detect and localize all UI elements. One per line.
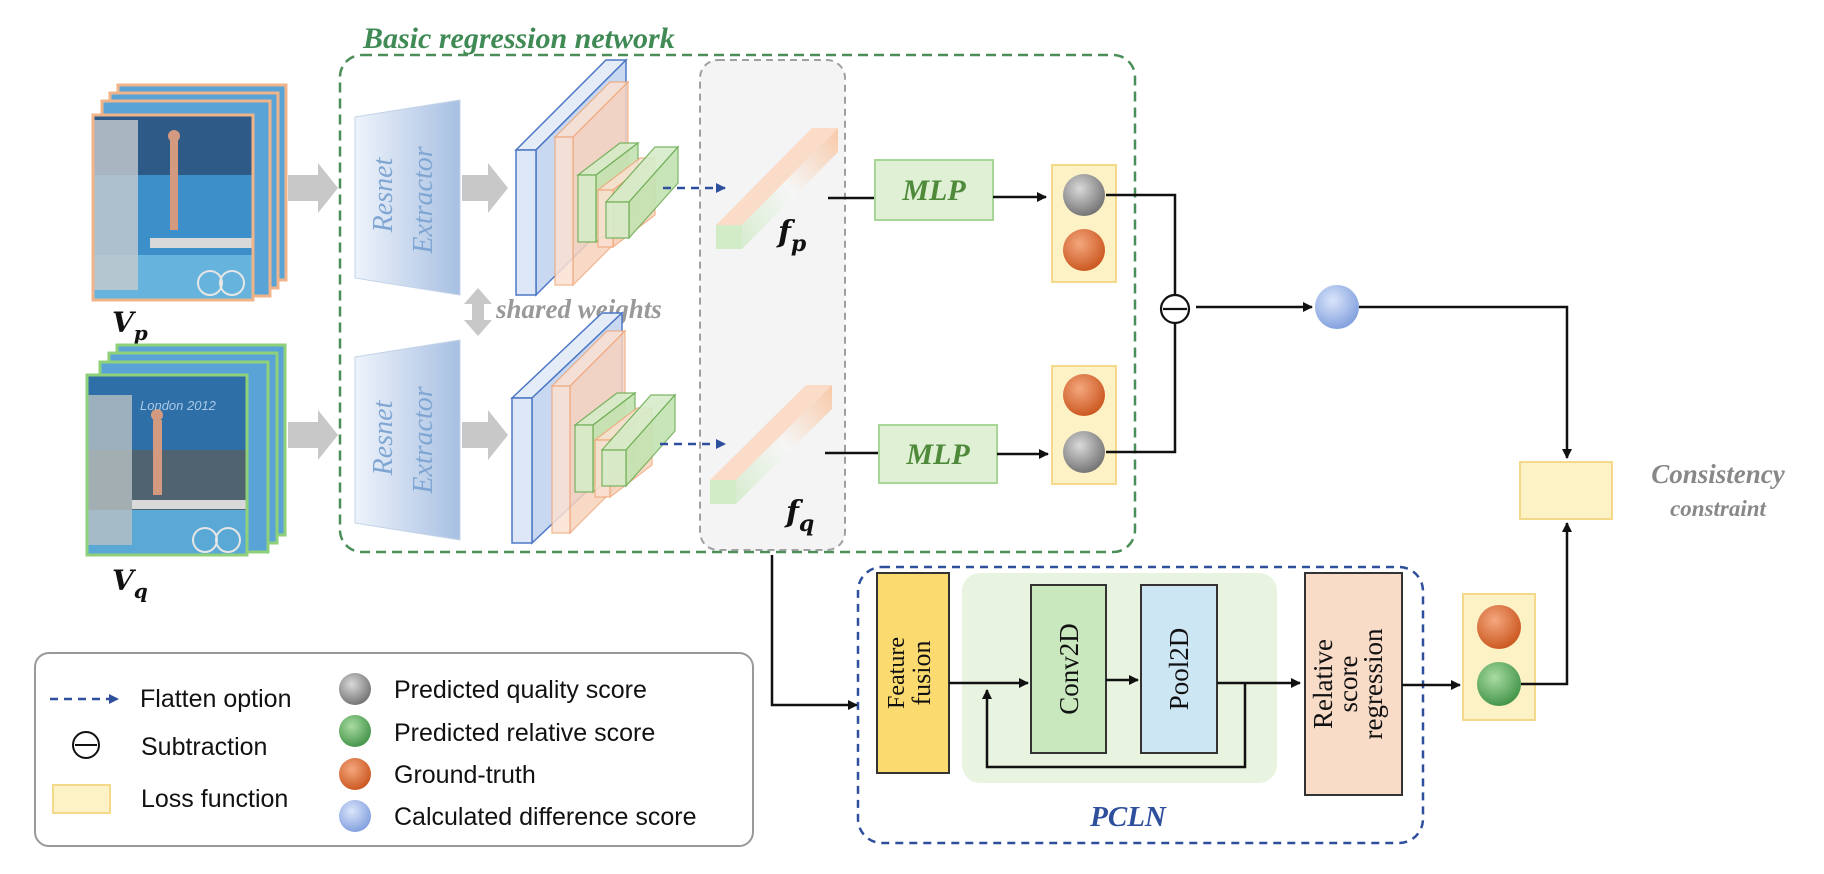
extractor-p-line1: Resnet xyxy=(368,156,399,233)
input-arrow-p xyxy=(288,163,338,213)
conv-blocks-q xyxy=(510,311,677,545)
pool2d-label: Pool2D xyxy=(1164,628,1194,711)
legend-predicted-quality-swatch xyxy=(339,673,371,705)
ground-truth-ball-p xyxy=(1063,229,1105,271)
feature-fusion-box xyxy=(876,572,950,774)
feature-to-pcln-arrow xyxy=(770,555,858,710)
score-p-to-subtract xyxy=(1106,193,1177,295)
legend-flatten-label: Flatten option xyxy=(140,685,292,713)
conv2d-label: Conv2D xyxy=(1054,623,1084,715)
extractor-q-line2: Extractor xyxy=(408,386,439,494)
legend-difference-swatch xyxy=(339,800,371,832)
consistency-label-line2: constraint xyxy=(1670,496,1766,521)
feature-fusion-line1: Feature xyxy=(884,637,910,709)
legend-ground-truth-swatch xyxy=(339,758,371,790)
diagram-title: Basic regression network xyxy=(362,22,675,55)
predicted-relative-ball xyxy=(1477,662,1521,706)
conv-blocks-p xyxy=(514,58,680,297)
legend-predicted-relative-swatch xyxy=(339,715,371,747)
ground-truth-ball-q xyxy=(1063,374,1105,416)
mlp-box-p xyxy=(874,159,994,221)
relative-label-line1: Relative xyxy=(1308,639,1338,729)
difference-score-ball xyxy=(1315,285,1359,329)
pool2d-box xyxy=(1140,584,1218,754)
extractor-arrow-q xyxy=(462,410,508,460)
consistency-loss-box xyxy=(1519,461,1613,520)
legend-difference-label: Calculated difference score xyxy=(394,803,697,831)
frame-banner-text: London 2012 xyxy=(140,398,217,413)
predicted-quality-ball-q xyxy=(1063,431,1105,473)
relative-label-line3: regression xyxy=(1358,628,1388,739)
conv2d-box xyxy=(1030,584,1107,754)
basic-network-box xyxy=(338,53,1137,554)
consistency-label-line1: Consistency xyxy=(1651,459,1786,489)
pcln-inner-bg xyxy=(962,573,1277,783)
mlp-label-q: MLP xyxy=(905,438,970,471)
legend-box xyxy=(34,652,754,847)
relative-label-line2: score xyxy=(1333,656,1363,713)
legend-loss-label: Loss function xyxy=(141,785,288,813)
feature-bar-q xyxy=(710,385,832,504)
legend-predicted-quality-label: Predicted quality score xyxy=(394,676,647,704)
relative-to-consistency-arrow xyxy=(1521,522,1572,686)
shared-weights-label: shared weights xyxy=(495,294,662,324)
mlp-box-q xyxy=(878,424,998,484)
resnet-extractor-q: Resnet Extractor xyxy=(354,339,461,541)
feedback-loop-arrow xyxy=(982,683,1247,769)
ground-truth-ball-relative xyxy=(1477,605,1521,649)
pcln-box xyxy=(856,565,1425,845)
pcln-title: PCLN xyxy=(1089,801,1167,833)
diff-to-consistency-arrow xyxy=(1359,305,1572,459)
resnet-extractor-p: Resnet Extractor xyxy=(354,99,461,296)
input-frames-vp xyxy=(91,83,288,302)
legend-ground-truth-label: Ground-truth xyxy=(394,761,536,789)
legend-loss-swatch xyxy=(52,784,111,814)
mlp-label-p: MLP xyxy=(901,174,966,207)
legend-predicted-relative-label: Predicted relative score xyxy=(394,719,655,747)
input-frames-vq: London 2012 xyxy=(85,343,287,557)
predicted-quality-ball-p xyxy=(1063,174,1105,216)
legend-subtraction-label: Subtraction xyxy=(141,733,267,761)
score-q-to-subtract xyxy=(1106,323,1177,454)
vp-label: Vp xyxy=(112,306,148,345)
input-arrow-q xyxy=(288,410,338,460)
feature-bar-p xyxy=(716,128,838,249)
shared-weights-arrow xyxy=(464,288,492,336)
extractor-p-line2: Extractor xyxy=(408,146,439,254)
vq-label: Vq xyxy=(112,564,148,603)
extractor-arrow-p xyxy=(462,163,508,213)
extractor-q-line1: Resnet xyxy=(368,399,399,476)
feature-fusion-line2: fusion xyxy=(907,641,936,706)
